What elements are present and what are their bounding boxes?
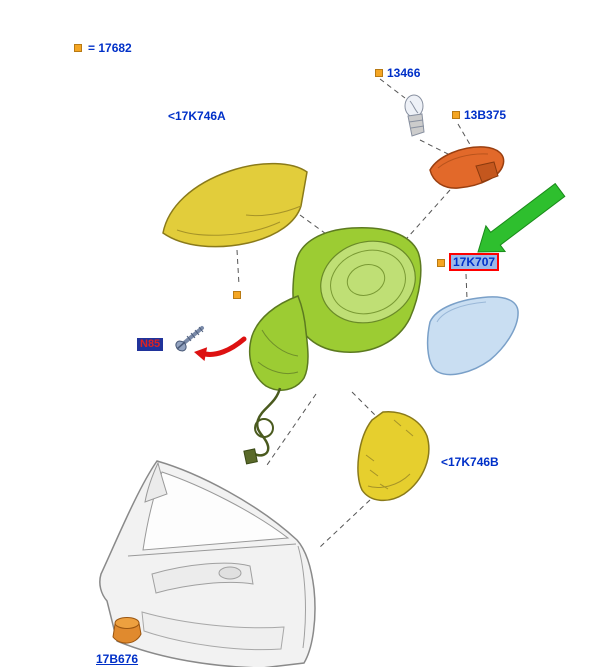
mirror-cap-drawing (162, 162, 308, 248)
leader-signal-housing (399, 189, 451, 247)
turn-signal-drawing (429, 146, 505, 189)
grommet-drawing (112, 617, 142, 644)
door-handle-cup (218, 566, 242, 580)
grommet-top (114, 617, 140, 629)
door-window-opening (142, 471, 290, 551)
leader-cap-marker (236, 249, 240, 286)
housing-arm (248, 295, 309, 391)
leader-cover-door (319, 499, 371, 548)
leader-bulb-label (379, 78, 406, 99)
lower-cover-drawing (357, 411, 430, 502)
screw-threads (186, 326, 204, 342)
door-edge-line (297, 545, 306, 649)
screw-head-slot (176, 341, 186, 350)
turn-signal-socket (475, 161, 499, 183)
part-label-lower-cover[interactable]: <17K746B (441, 455, 499, 469)
part-marker-icon (375, 69, 383, 77)
part-marker-icon (233, 291, 241, 299)
mirror-cap-edge (245, 205, 302, 217)
bulb-base-line2 (410, 125, 425, 129)
red-arrow-head (194, 347, 208, 361)
part-label-screw-selected[interactable]: N85 (137, 338, 164, 351)
bulb-filament (409, 100, 419, 114)
part-label-grommet[interactable]: 17B676 (96, 652, 139, 666)
red-arrow-icon (194, 336, 247, 361)
red-arrow-shaft (202, 336, 247, 357)
lower-cover-hatching (365, 419, 414, 490)
harness-loop (254, 418, 274, 438)
mirror-cap-ridge (176, 221, 281, 236)
part-label-turn-signal[interactable]: 13B375 (464, 108, 507, 122)
door-drawing (99, 460, 316, 667)
green-arrow-icon (477, 182, 566, 253)
leader-cap-housing (299, 214, 334, 240)
legend-label: = 17682 (88, 41, 132, 55)
mirror-glass-shape (426, 296, 519, 376)
housing-foot-detail (257, 361, 299, 375)
legend-marker-icon (74, 44, 82, 52)
part-label-mirror-cap[interactable]: <17K746A (168, 109, 226, 123)
leader-glass-label (465, 273, 468, 300)
mirror-housing-drawing (243, 226, 422, 465)
part-marker-icon (437, 259, 445, 267)
leader-bulb-signal (419, 139, 457, 159)
turn-signal-detail (437, 153, 489, 169)
door-sill-line (127, 543, 297, 557)
door-mirror-corner (144, 461, 168, 503)
housing-motor (346, 264, 386, 296)
leader-housing-door (266, 393, 317, 466)
part-label-bulb[interactable]: 13466 (387, 66, 421, 80)
housing-opening-inner (330, 249, 406, 315)
lower-cover-curve (367, 473, 411, 488)
harness-connector (243, 448, 258, 465)
lower-cover-shape (357, 411, 430, 502)
bulb-glass (404, 94, 424, 118)
part-marker-icon (452, 111, 460, 119)
screw-drawing (175, 326, 204, 352)
mirror-glass-drawing (426, 296, 519, 376)
door-map-pocket (141, 611, 285, 651)
mirror-glass-bevel (436, 301, 487, 323)
bulb-base (407, 113, 425, 137)
leader-signal-label (457, 123, 473, 149)
part-label-mirror-glass-highlighted[interactable]: 17K707 (449, 253, 500, 271)
housing-harness (251, 387, 282, 457)
bulb-drawing (404, 94, 425, 137)
housing-opening (320, 240, 416, 324)
housing-arm-detail (261, 329, 299, 357)
leader-housing-cover (351, 391, 380, 420)
bulb-base-line1 (408, 119, 424, 123)
